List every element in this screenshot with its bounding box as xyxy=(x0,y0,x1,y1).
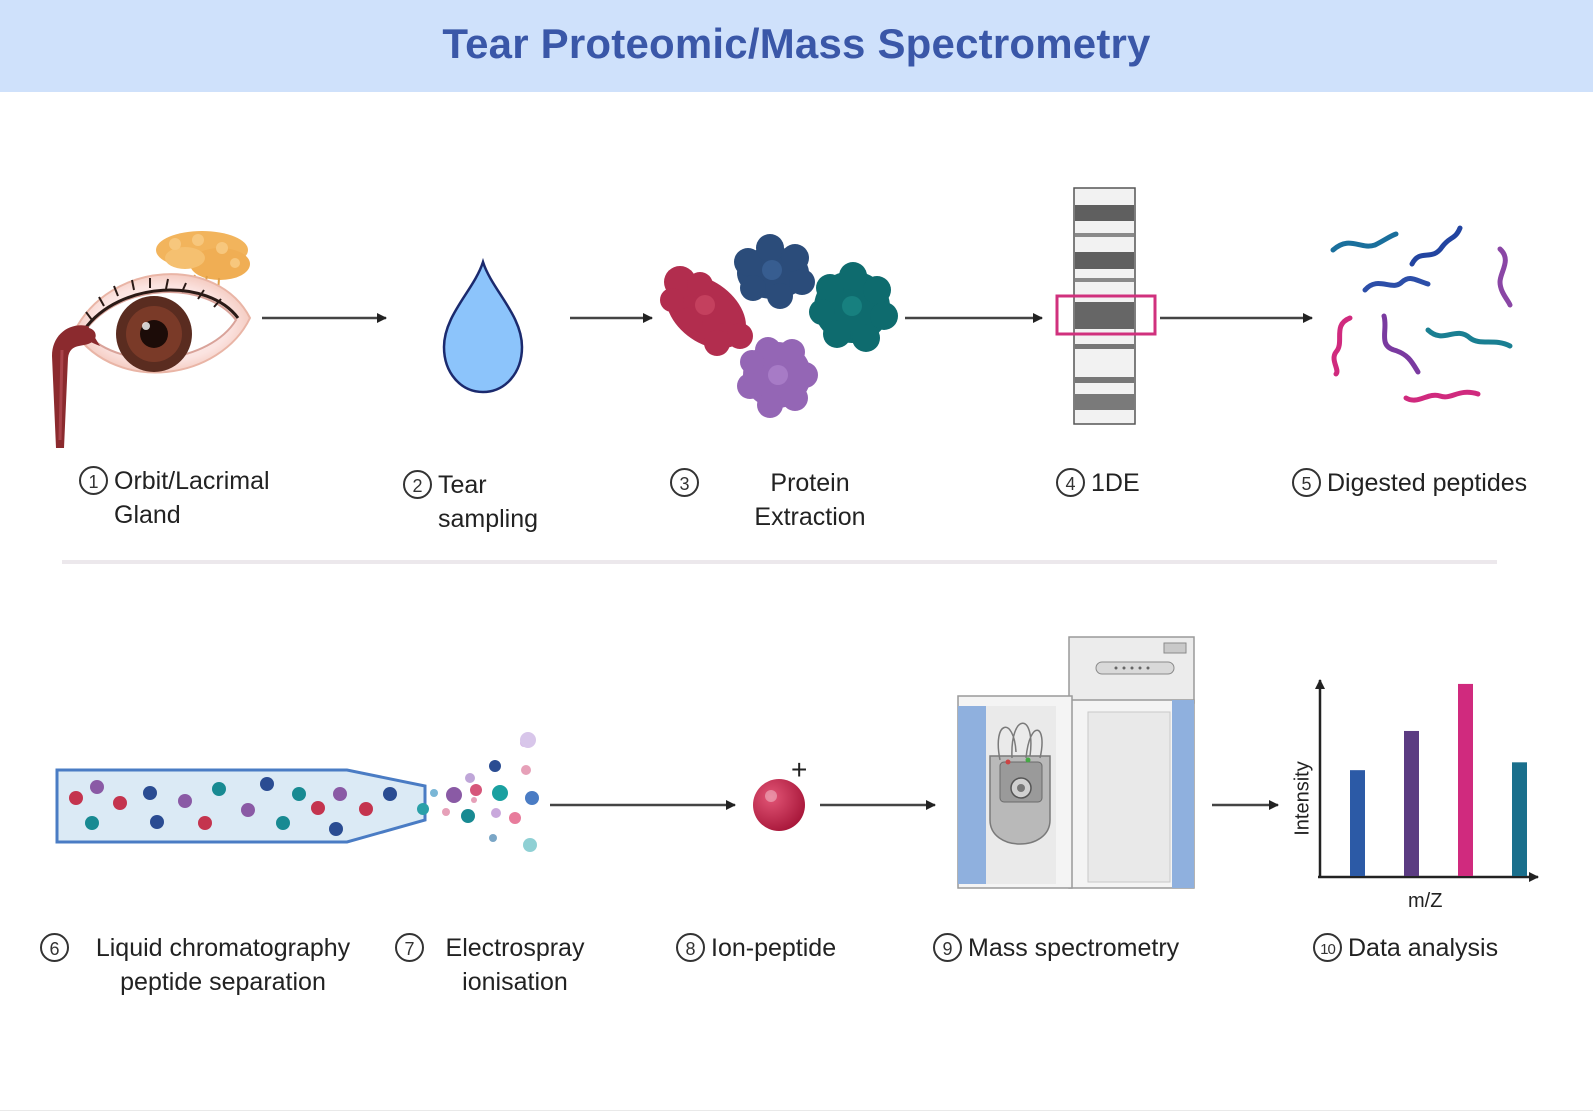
step-text: peptide separation xyxy=(120,968,326,996)
step-3-label: Protein Extraction xyxy=(720,466,900,534)
step-number: 10 xyxy=(1313,932,1342,962)
ion-icon xyxy=(753,779,805,831)
peptide-strand xyxy=(1362,276,1431,293)
step-text: 1DE xyxy=(1091,469,1140,497)
protein-navy-icon xyxy=(734,234,815,309)
peptide-strand xyxy=(1331,315,1353,377)
step-text: Gland xyxy=(114,501,181,529)
step-text: Ion-peptide xyxy=(711,934,837,962)
peptide-strands-icon xyxy=(1330,225,1513,403)
step-text: Data analysis xyxy=(1348,934,1499,962)
mass-spectrometer-icon xyxy=(957,636,1195,889)
lacrimal-gland-icon xyxy=(156,231,250,294)
step-text: Extraction xyxy=(754,503,866,531)
step-text: Digested peptides xyxy=(1327,469,1528,497)
step-number: 8 xyxy=(676,932,705,962)
step-text: Orbit/Lacrimal xyxy=(114,467,270,495)
protein-red-icon xyxy=(660,266,753,356)
eye-icon xyxy=(72,273,252,374)
step-number: 3 xyxy=(670,467,699,497)
peptide-strand xyxy=(1381,313,1421,375)
lacrimal-duct-icon xyxy=(52,325,100,448)
chart-bar-3 xyxy=(1458,683,1473,876)
gel-lane-icon xyxy=(1055,187,1157,425)
step-7-label: Electrospray ionisation xyxy=(430,931,600,999)
peptide-strand xyxy=(1403,389,1481,403)
step-number: 6 xyxy=(40,932,69,962)
step-number: 4 xyxy=(1056,467,1085,497)
peptide-strand xyxy=(1409,225,1463,267)
lc-particles xyxy=(69,777,429,836)
row-divider xyxy=(62,560,1497,564)
step-text: Protein xyxy=(770,469,850,497)
protein-purple-icon xyxy=(737,337,818,418)
step-number: 7 xyxy=(395,932,424,962)
electrospray-icon xyxy=(430,732,539,852)
peptide-strand xyxy=(1497,246,1513,308)
page-title: Tear Proteomic/Mass Spectrometry xyxy=(442,20,1151,67)
step-7-number-label: 7 xyxy=(395,931,430,965)
step-3-number-label: 3 xyxy=(670,466,705,500)
gel-band-highlight xyxy=(1055,294,1157,336)
chart-bar-2 xyxy=(1404,730,1419,876)
chart-bar-1 xyxy=(1350,770,1365,876)
step-text: Liquid chromatography xyxy=(95,934,351,962)
ion-charge: + xyxy=(791,754,808,785)
step-text: Electrospray xyxy=(445,934,585,962)
step-6-label: Liquid chromatography peptide separation xyxy=(78,931,368,999)
peptide-strand xyxy=(1425,327,1513,349)
step-text: Tear xyxy=(438,471,487,499)
lc-column-icon xyxy=(55,768,429,844)
x-axis-label: m/Z xyxy=(1408,890,1443,912)
chart-bar-4 xyxy=(1512,762,1527,876)
step-number: 9 xyxy=(933,932,962,962)
step-text: Mass spectrometry xyxy=(968,934,1180,962)
title-banner xyxy=(0,0,1593,92)
step-text: sampling xyxy=(438,505,539,533)
step-number: 5 xyxy=(1292,467,1321,497)
protein-cluster-icon xyxy=(660,234,898,418)
step-number: 1 xyxy=(79,465,108,495)
peptide-strand xyxy=(1330,231,1399,253)
protein-teal-icon xyxy=(809,262,898,352)
step-text: ionisation xyxy=(462,968,568,996)
y-axis-label: Intensity xyxy=(1291,761,1314,836)
step-6-number-label: 6 xyxy=(40,931,75,965)
step-number: 2 xyxy=(403,469,432,499)
tear-drop-icon xyxy=(442,257,524,394)
bottom-border xyxy=(0,1110,1593,1111)
bar-chart-icon xyxy=(1315,679,1539,882)
